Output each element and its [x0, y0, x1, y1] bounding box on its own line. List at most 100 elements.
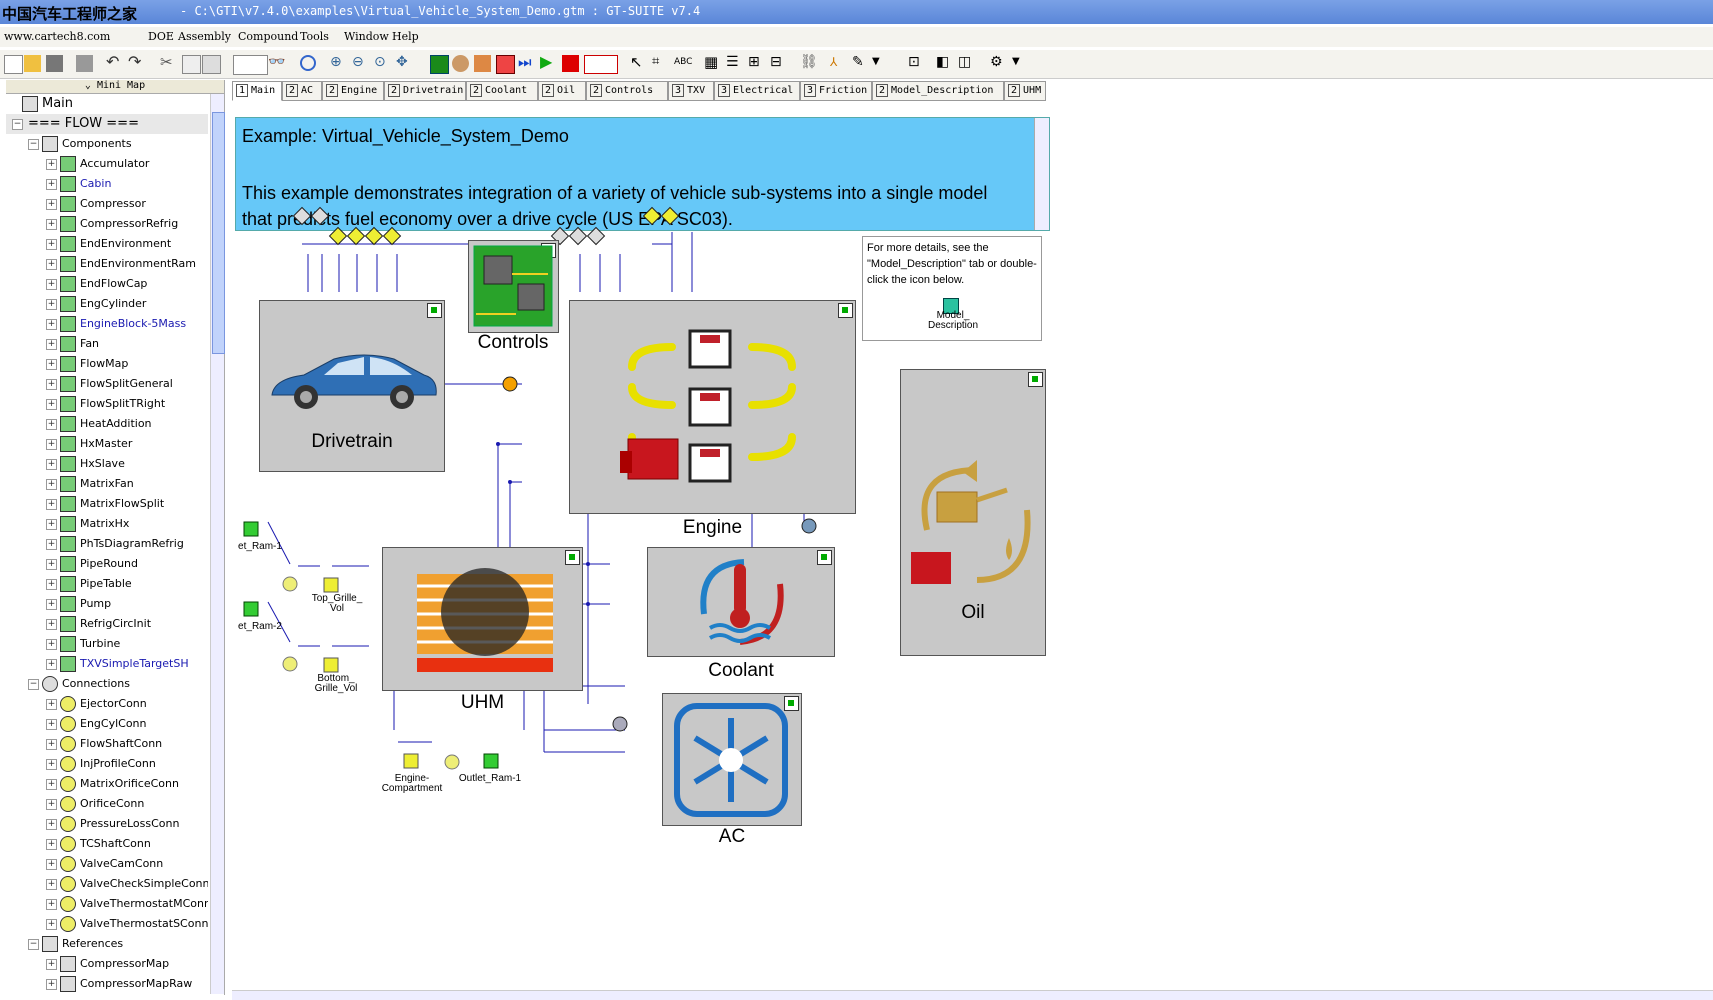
zoom-in-icon[interactable]: ⊕	[330, 54, 342, 70]
zoom-out-icon[interactable]: ⊖	[352, 54, 364, 70]
tree-expander-icon[interactable]: +	[46, 219, 57, 230]
tree-item[interactable]: +FlowSplitGeneral	[6, 374, 208, 394]
select-tool-icon[interactable]	[300, 55, 316, 71]
plot-setup-icon[interactable]	[496, 55, 515, 74]
tree-icon[interactable]: ⅄	[830, 55, 838, 69]
open-subassembly-icon[interactable]	[565, 550, 580, 565]
tree-scrollbar[interactable]	[210, 94, 225, 994]
tree-item[interactable]: +HeatAddition	[6, 414, 208, 434]
copy-icon[interactable]	[182, 55, 201, 74]
controls-block[interactable]	[468, 240, 559, 333]
tree-item[interactable]: +EjectorConn	[6, 694, 208, 714]
tree-item[interactable]: +ValveThermostatMConn	[6, 894, 208, 914]
tree-expander-icon[interactable]: +	[46, 199, 57, 210]
tree-item[interactable]: +HxMaster	[6, 434, 208, 454]
list-icon[interactable]: ☰	[726, 54, 739, 70]
tree-references-folder[interactable]: −References	[6, 934, 208, 954]
tree-expander-icon[interactable]: +	[46, 159, 57, 170]
text-tool-icon[interactable]: ABC	[674, 57, 693, 67]
tree-item[interactable]: +MatrixFlowSplit	[6, 494, 208, 514]
tree-expander-icon[interactable]: +	[46, 779, 57, 790]
tree-item[interactable]: +ValveThermostatSConn	[6, 914, 208, 934]
tree-expander-icon[interactable]: +	[46, 739, 57, 750]
tree-item[interactable]: +MatrixOrificeConn	[6, 774, 208, 794]
properties-icon[interactable]: ⊟	[770, 54, 782, 70]
tree-item[interactable]: +TCShaftConn	[6, 834, 208, 854]
tree-expander-icon[interactable]: +	[46, 559, 57, 570]
menu-tools[interactable]: Tools	[300, 30, 329, 43]
tree-item[interactable]: +CompressorRefrig	[6, 214, 208, 234]
tree-expander-icon[interactable]: +	[46, 399, 57, 410]
tree-expander-icon[interactable]: +	[46, 519, 57, 530]
tree-flow-header[interactable]: −=== FLOW ===	[6, 114, 208, 134]
tree-connections-folder[interactable]: −Connections	[6, 674, 208, 694]
tree-expander-icon[interactable]: +	[46, 339, 57, 350]
panel-left-icon[interactable]: ◧	[936, 54, 950, 70]
print-icon[interactable]	[76, 55, 93, 72]
menu-doe[interactable]: DOE	[148, 30, 174, 43]
tree-item[interactable]: +PipeRound	[6, 554, 208, 574]
zoom-fit-icon[interactable]: ⊙	[374, 54, 386, 70]
tree-item[interactable]: +EngCylinder	[6, 294, 208, 314]
tree-item[interactable]: +RefrigCircInit	[6, 614, 208, 634]
tree-expander-icon[interactable]: −	[12, 119, 23, 130]
tree-expander-icon[interactable]: +	[46, 179, 57, 190]
tree-expander-icon[interactable]: +	[46, 859, 57, 870]
engine-block[interactable]: Engine	[569, 300, 856, 538]
canvas-horizontal-scrollbar[interactable]	[232, 990, 1713, 1000]
menu-compound[interactable]: Compound	[238, 30, 299, 43]
tree-item[interactable]: +MatrixFan	[6, 474, 208, 494]
tree-expander-icon[interactable]: +	[46, 879, 57, 890]
tree-expander-icon[interactable]: +	[46, 439, 57, 450]
output-setup-icon[interactable]	[474, 55, 491, 72]
tree-expander-icon[interactable]: +	[46, 239, 57, 250]
tree-expander-icon[interactable]: −	[28, 679, 39, 690]
save-icon[interactable]	[46, 55, 63, 72]
new-file-icon[interactable]	[4, 55, 23, 74]
ac-block[interactable]	[662, 693, 802, 826]
tree-item[interactable]: +FlowMap	[6, 354, 208, 374]
tree-item[interactable]: +Compressor	[6, 194, 208, 214]
tree-expander-icon[interactable]: +	[46, 459, 57, 470]
step-icon[interactable]: ⏭	[518, 53, 532, 71]
tree-item[interactable]: +TXVSimpleTargetSH	[6, 654, 208, 674]
tree-expander-icon[interactable]: +	[46, 819, 57, 830]
open-subassembly-icon[interactable]	[1028, 372, 1043, 387]
link-icon[interactable]: ⛓	[800, 54, 818, 70]
stop-icon[interactable]	[562, 55, 579, 72]
tree-expander-icon[interactable]: +	[46, 719, 57, 730]
open-subassembly-icon[interactable]	[784, 696, 799, 711]
tree-item[interactable]: +EngineBlock-5Mass	[6, 314, 208, 334]
tree-expander-icon[interactable]: −	[28, 939, 39, 950]
tree-expander-icon[interactable]: +	[46, 959, 57, 970]
tree-expander-icon[interactable]: +	[46, 479, 57, 490]
tree-item[interactable]: +CompressorMap	[6, 954, 208, 974]
paste-icon[interactable]	[202, 55, 221, 74]
tree-scrollbar-thumb[interactable]	[212, 112, 225, 354]
gt-post-icon[interactable]	[584, 55, 618, 74]
tree-components-folder[interactable]: −Components	[6, 134, 208, 154]
wizard-icon[interactable]: ✎	[852, 54, 864, 70]
pan-icon[interactable]: ✥	[396, 54, 408, 70]
tree-expander-icon[interactable]: +	[46, 839, 57, 850]
undo-icon[interactable]: ↶	[106, 52, 120, 71]
layout-icon[interactable]: ⊞	[748, 54, 760, 70]
tree-item[interactable]: +ValveCamConn	[6, 854, 208, 874]
open-subassembly-icon[interactable]	[427, 303, 442, 318]
open-subassembly-icon[interactable]	[838, 303, 853, 318]
tree-item[interactable]: +EndFlowCap	[6, 274, 208, 294]
menu-assembly[interactable]: Assembly	[178, 30, 231, 43]
cut-icon[interactable]: ✂	[160, 53, 173, 71]
drivetrain-block[interactable]: Drivetrain	[259, 300, 445, 472]
tree-item[interactable]: +HxSlave	[6, 454, 208, 474]
tree-item[interactable]: +Fan	[6, 334, 208, 354]
binoculars-icon[interactable]: 👓	[268, 54, 286, 70]
tree-item[interactable]: +EngCylConn	[6, 714, 208, 734]
tree-item[interactable]: +Turbine	[6, 634, 208, 654]
tree-item[interactable]: +PipeTable	[6, 574, 208, 594]
